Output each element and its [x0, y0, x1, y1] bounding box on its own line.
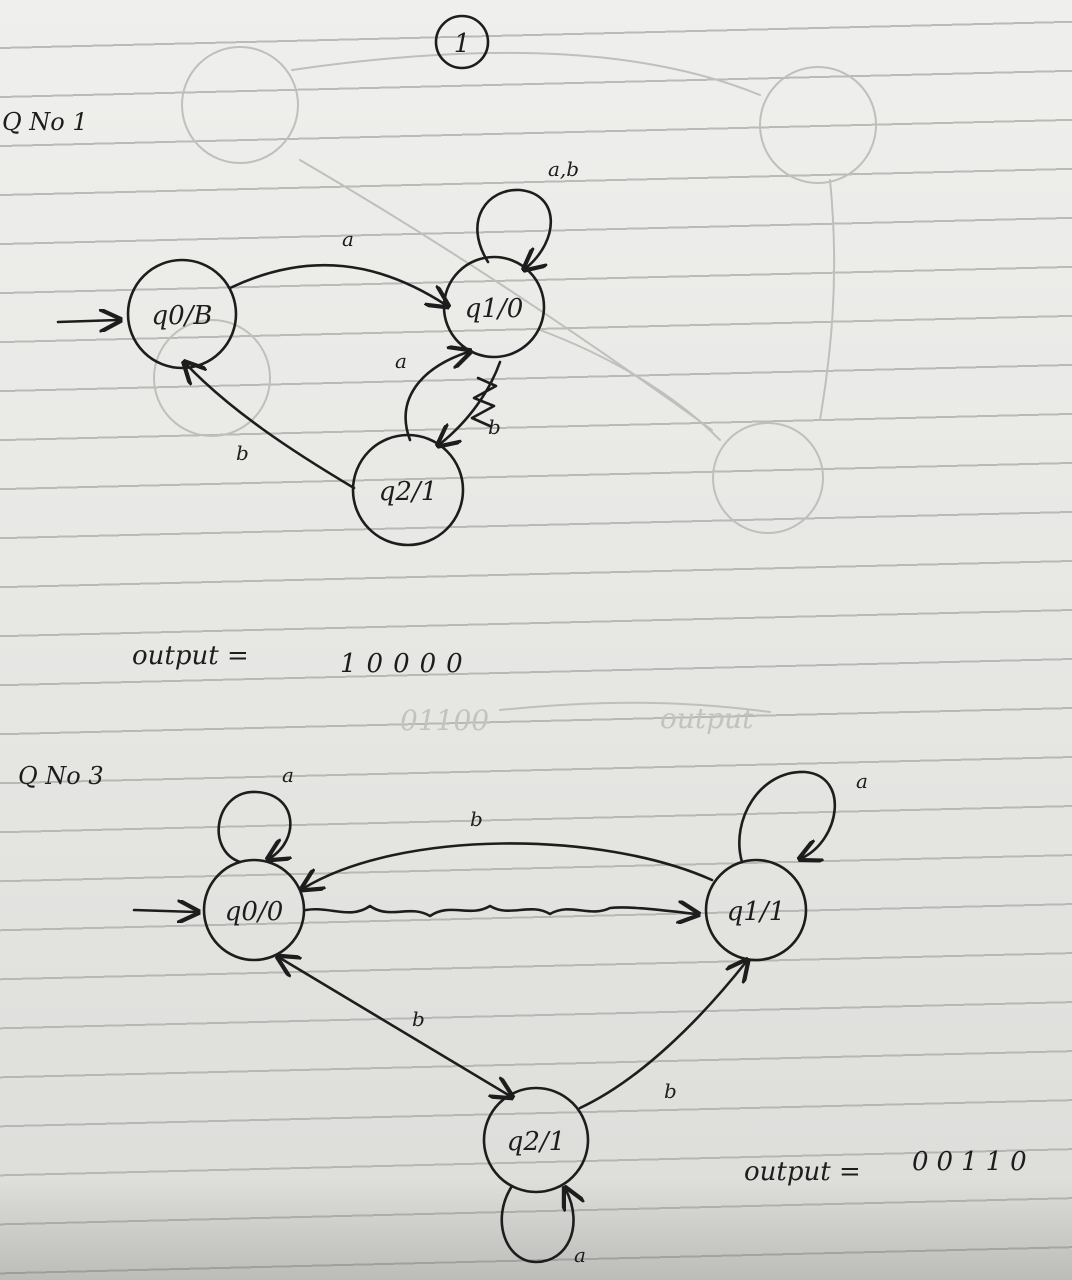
- edge-label-q0-loop: a: [282, 763, 294, 787]
- state-q2: q2/1: [482, 1086, 590, 1194]
- start-arrow-icon: [132, 910, 196, 912]
- svg-text:q2/1: q2/1: [379, 477, 438, 507]
- edge-q0-q2: [280, 958, 510, 1096]
- edge-label-q1-q0: b: [470, 807, 483, 831]
- edge-label-q1-loop: a: [856, 769, 868, 793]
- state-q1: q1/0: [442, 255, 546, 359]
- bleed-through-marks: 01100 output: [153, 46, 877, 737]
- svg-text:q2/1: q2/1: [507, 1127, 566, 1157]
- edge-label-q0-q1: a: [342, 227, 354, 251]
- state-q1: q1/1: [704, 858, 808, 962]
- question-1-heading: Q No 1: [2, 108, 88, 136]
- state-q2: q2/1: [351, 433, 465, 547]
- edge-q2-q0: [186, 364, 356, 490]
- edge-q2-q1: [578, 962, 746, 1110]
- edge-q0-q1: [228, 263, 446, 305]
- question-1-diagram: Q No 1 q0/B q1/0 q2/1 a a,b a b b output…: [2, 108, 579, 679]
- start-arrow-icon: [56, 320, 118, 322]
- self-loop-q1: [738, 770, 837, 864]
- edge-label-q0-q2: b: [412, 1007, 425, 1031]
- edge-label-q2-loop: a: [574, 1243, 586, 1267]
- svg-text:q0/B: q0/B: [151, 301, 212, 331]
- self-loop-q0: [217, 790, 291, 864]
- output-value-1: 10000: [340, 649, 473, 679]
- output-value-3: 00110: [912, 1147, 1035, 1177]
- svg-text:output: output: [660, 702, 754, 735]
- wavy-edge-q0-q1: [304, 906, 696, 916]
- state-q0: q0/B: [126, 258, 238, 370]
- svg-text:01100: 01100: [400, 704, 489, 737]
- self-loop-q2: [500, 1186, 574, 1264]
- svg-text:q1/0: q1/0: [465, 294, 524, 324]
- output-label-1: output =: [132, 641, 249, 671]
- edge-q1-q2: [440, 360, 502, 444]
- question-3-diagram: Q No 3 q0/0 q1/1 q2/1 a b a b b a: [18, 762, 1035, 1267]
- edge-label-q2-q1: b: [664, 1079, 677, 1103]
- state-q0: q0/0: [202, 858, 306, 962]
- output-label-3: output =: [744, 1157, 861, 1187]
- page-shadow: [0, 1180, 1072, 1280]
- edge-q2-q1: [404, 352, 468, 442]
- scribble-mark: [470, 376, 498, 428]
- edge-label-q1-loop: a,b: [548, 157, 579, 181]
- edge-label-q2-q1: a: [395, 349, 407, 373]
- question-3-heading: Q No 3: [18, 762, 104, 790]
- svg-text:q1/1: q1/1: [727, 897, 786, 927]
- svg-text:q0/0: q0/0: [225, 897, 284, 927]
- page-number: 1: [434, 14, 490, 70]
- edge-q1-q0: [304, 842, 714, 888]
- edge-label-q1-q2: b: [488, 415, 501, 439]
- self-loop-q1: [476, 188, 553, 268]
- edge-label-q2-q0: b: [236, 441, 249, 465]
- svg-text:1: 1: [454, 29, 471, 59]
